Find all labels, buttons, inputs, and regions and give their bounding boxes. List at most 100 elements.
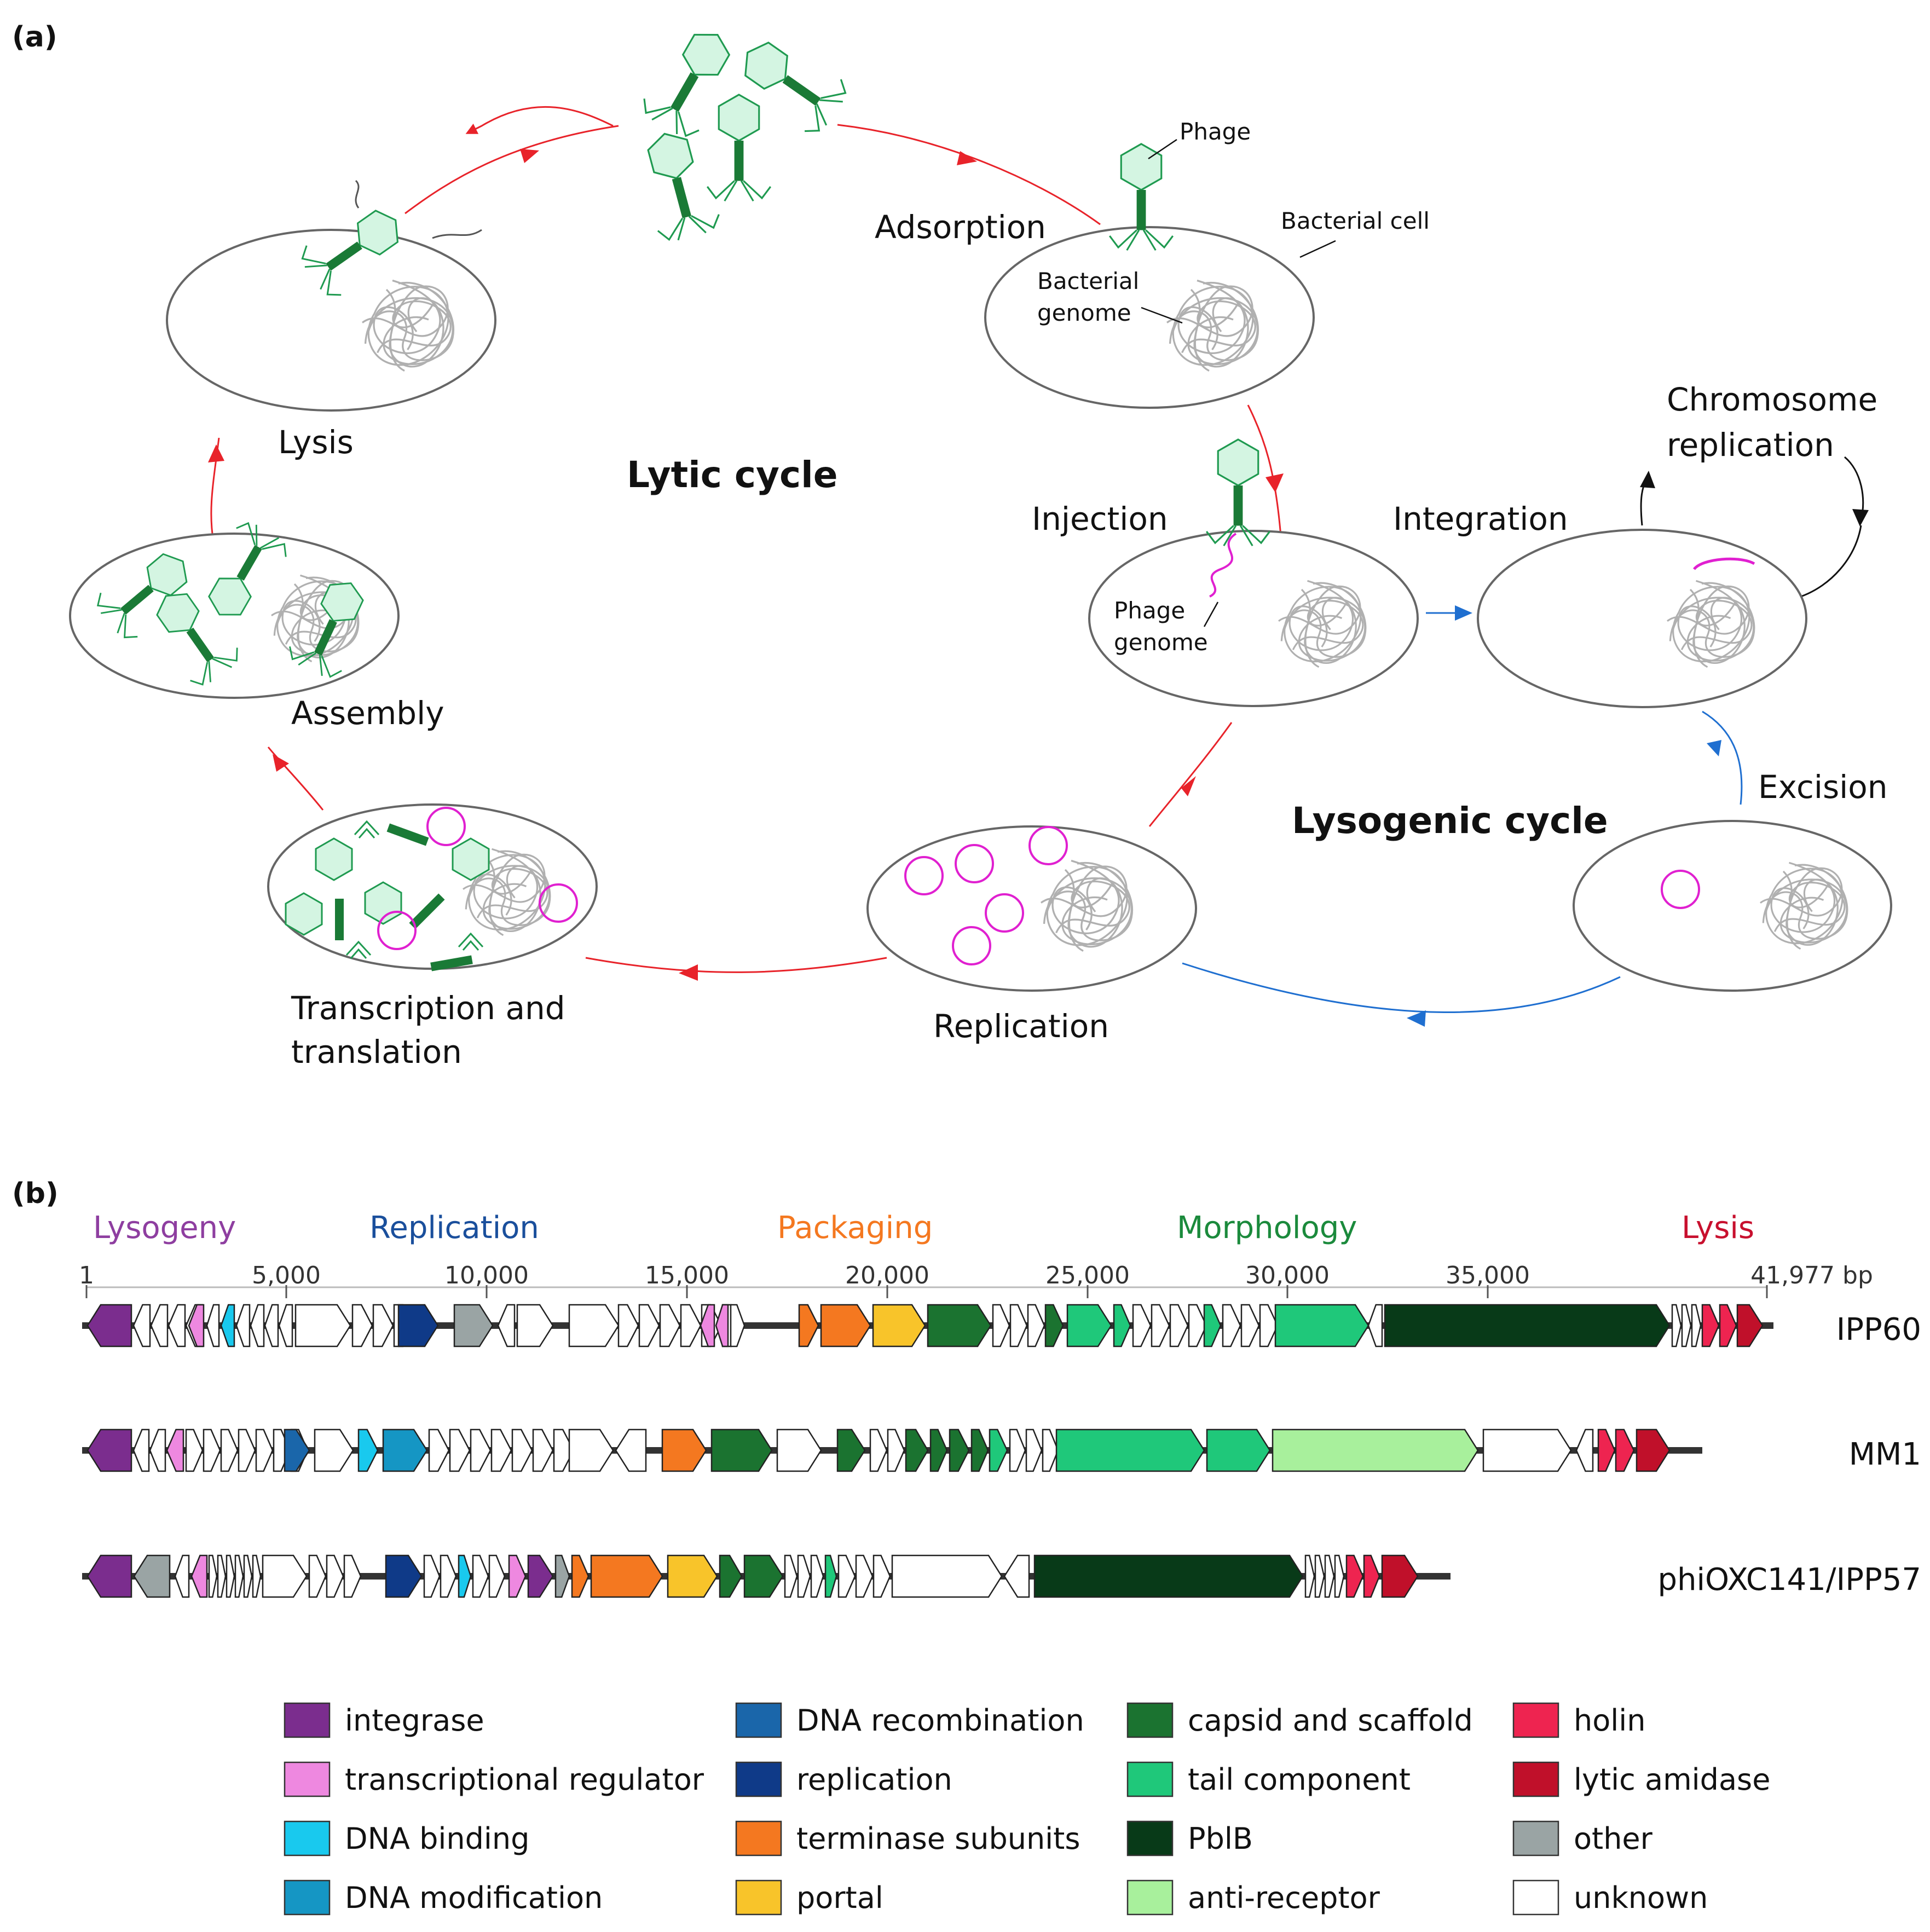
gene-unknown [243,1554,253,1598]
step-transcription-2: translation [291,1033,462,1071]
gene-unknown [326,1554,344,1598]
gene-unknown [1681,1304,1692,1347]
gene-replication [397,1304,439,1347]
gene-unknown [252,1554,262,1598]
gene-unknown [887,1428,905,1472]
step-chromosome-2: replication [1667,426,1834,464]
arrow-to-adsorption [465,106,614,134]
gene-unknown [855,1554,874,1598]
gene-unknown [617,1304,639,1347]
gene-unknown [1042,1428,1059,1472]
gene-capsid-and-scaffold [949,1428,970,1472]
gene-unknown [1188,1304,1207,1347]
released-phages [633,18,854,246]
gene-holin [1597,1428,1616,1472]
arrowhead-9 [1707,740,1721,756]
arrowhead-7 [208,444,224,462]
gene-tail-component [1055,1428,1205,1472]
legend-label-anti-receptor: anti-receptor [1188,1881,1380,1915]
step-integration: Integration [1393,500,1568,537]
gene-other [133,1554,171,1598]
legend-swatch-pblb [1126,1820,1174,1856]
step-replication: Replication [933,1008,1109,1045]
tick-1: 1 [79,1262,94,1289]
gene-tail-component [1206,1428,1271,1472]
lysogenic-arrowheads [1407,605,1721,1027]
arrowhead-11 [1640,471,1655,488]
gene-unknown [314,1428,354,1472]
gene-portal [667,1554,718,1598]
step-excision: Excision [1758,768,1888,806]
step-chromosome-1: Chromosome [1667,381,1877,418]
gene-other [554,1554,570,1598]
module-labels: Lysogeny Replication Packaging Morpholog… [93,1210,1754,1246]
arrowhead-1 [520,149,539,163]
gene-unknown [250,1304,265,1347]
gene-unknown [511,1428,533,1472]
gene-lytic-amidase [1381,1554,1419,1598]
arrowhead-8 [1455,605,1472,621]
genome-track-mm1 [82,1428,1702,1472]
excision-cell [1573,820,1892,992]
arrow-excision-to-replication [1182,962,1621,1013]
legend-swatch-other [1512,1820,1559,1856]
module-lysogeny: Lysogeny [93,1210,236,1246]
gene-unknown [869,1428,888,1472]
panel-label-b: (b) [12,1177,59,1210]
legend-label-unknown: unknown [1574,1881,1708,1915]
tick-30000: 30,000 [1245,1262,1330,1289]
gene-portal [872,1304,926,1347]
gene-dna-binding [357,1428,379,1472]
gene-unknown [1482,1428,1572,1472]
legend-label-dna-modification: DNA modification [345,1881,603,1915]
gene-unknown [1009,1428,1026,1472]
gene-unknown [1691,1304,1702,1347]
transcription-cell [267,803,598,971]
legend-swatch-lytic-amidase [1512,1761,1559,1797]
gene-holin [1363,1554,1380,1598]
gene-unknown [208,1554,218,1598]
gene-dna-recombination [284,1428,310,1472]
legend-swatch-dna-modification [284,1879,331,1916]
gene-unknown [234,1554,244,1598]
gene-unknown [132,1428,150,1472]
gene-unknown [810,1554,824,1598]
gene-unknown [568,1428,614,1472]
step-assembly: Assembly [291,695,444,732]
gene-unknown [1259,1304,1279,1347]
lytic-arrowheads [208,149,1284,981]
gene-capsid-and-scaffold [929,1428,948,1472]
gene-capsid-and-scaffold [1044,1304,1064,1347]
genome-track-phioxc141 [82,1554,1451,1598]
panel-label-a: (a) [12,21,57,54]
gene-dna-modification [382,1428,428,1472]
gene-unknown [226,1554,235,1598]
gene-unknown [235,1304,251,1347]
gene-unknown [1132,1304,1152,1347]
gene-capsid-and-scaffold [970,1428,989,1472]
step-adsorption: Adsorption [875,209,1046,246]
gene-transcriptional-regulator [715,1304,729,1347]
gene-other [453,1304,494,1347]
step-injection: Injection [1032,500,1168,537]
gene-unknown [132,1304,151,1347]
gene-holin [1345,1554,1364,1598]
gene-holin [1615,1428,1635,1472]
legend-swatch-transcriptional-regulator [284,1761,331,1797]
arrow-return [1800,525,1862,598]
arrow-adsorption-to-injection [1247,404,1282,537]
legend-swatch-capsid-and-scaffold [1126,1702,1174,1738]
gene-unknown [1367,1304,1383,1347]
legend-swatch-unknown [1512,1879,1559,1916]
gene-unknown [220,1428,239,1472]
gene-pblb [1384,1304,1671,1347]
tick-35000: 35,000 [1446,1262,1530,1289]
gene-unknown [1304,1554,1315,1598]
tick-end: 41,977 bp [1750,1262,1873,1289]
gene-anti-receptor [1272,1428,1479,1472]
gene-unknown [992,1304,1010,1347]
gene-unknown [343,1554,362,1598]
arrow-lysis-to-release [405,125,619,215]
gene-unknown [217,1554,227,1598]
